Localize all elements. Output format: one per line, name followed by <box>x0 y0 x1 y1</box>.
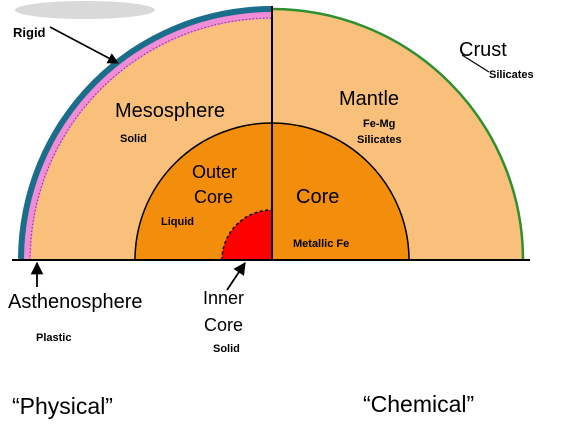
mesosphere-label: Mesosphere <box>115 100 225 122</box>
chemical-caption: “Chemical” <box>363 391 474 417</box>
mantle-label: Mantle <box>339 88 399 110</box>
outer-core-state-label: Liquid <box>161 216 194 228</box>
inner-core-boundary <box>221 209 273 261</box>
top-smudge <box>15 1 155 19</box>
asthenosphere-state-label: Plastic <box>36 332 71 344</box>
outer-core-label-line1: Outer <box>192 162 237 182</box>
mantle-composition-line1: Fe-Mg <box>363 118 395 130</box>
outer-core-label-line2: Core <box>194 187 233 207</box>
inner-core-region <box>222 210 272 260</box>
core-composition-label: Metallic Fe <box>293 238 349 250</box>
asthenosphere-label: Asthenosphere <box>8 291 143 313</box>
asthenosphere-dotted-edge <box>29 17 273 261</box>
inner-core-label-line2: Core <box>204 315 243 335</box>
inner-core-state-label: Solid <box>213 343 240 355</box>
physical-caption: “Physical” <box>12 393 113 419</box>
mantle-composition-line2: Silicates <box>357 134 402 146</box>
rigid-label: Rigid <box>13 25 46 40</box>
inner-core-label-line1: Inner <box>203 288 244 308</box>
crust-label: Crust <box>459 39 507 61</box>
crust-line <box>271 7 525 261</box>
crust-arrow <box>461 54 490 73</box>
crust-composition-label: Silicates <box>489 69 534 81</box>
rigid-arrow <box>49 26 119 64</box>
inner-core-arrow <box>226 261 246 291</box>
core-label: Core <box>296 186 339 208</box>
mesosphere-state-label: Solid <box>120 133 147 145</box>
